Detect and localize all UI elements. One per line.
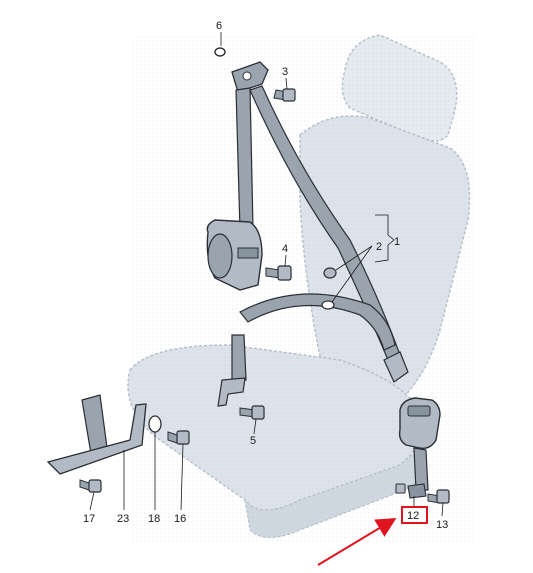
bolt-part-17 [79,479,102,493]
callout-2: 2 [376,241,382,253]
caps-part-2 [321,267,337,310]
belt-retractor [206,219,263,291]
highlight-box-12 [401,506,428,524]
seat [127,34,475,545]
buckle-bracket-assembly [46,394,190,493]
callout-13: 13 [436,519,448,531]
red-pointer-arrow [317,517,397,566]
bolt-part-4 [265,265,292,281]
bracket-part-23 [46,403,147,475]
seat-belt-webbing [217,61,409,407]
callout-labels: 6 3 4 1 2 5 17 23 18 16 13 12 [83,20,448,531]
callout-17: 17 [83,513,95,525]
bolt-part-3 [273,88,296,102]
callout-4: 4 [282,243,288,255]
callout-12: 12 [407,510,419,522]
callout-3: 3 [282,66,288,78]
belt-tongue [383,351,409,383]
callout-6: 6 [216,20,222,32]
leader-lines [89,32,444,517]
callout-23: 23 [117,513,129,525]
callout-5: 5 [250,435,256,447]
bolt-part-13 [427,489,450,504]
callout-1: 1 [394,236,400,248]
washer-part-6 [214,47,226,57]
belt-buckle-part-12 [395,397,441,499]
lower-anchor-bracket [217,377,246,407]
callout-18: 18 [148,513,160,525]
callout-16: 16 [174,513,186,525]
bolt-part-5 [239,405,265,420]
spacer-part-18 [148,415,162,433]
